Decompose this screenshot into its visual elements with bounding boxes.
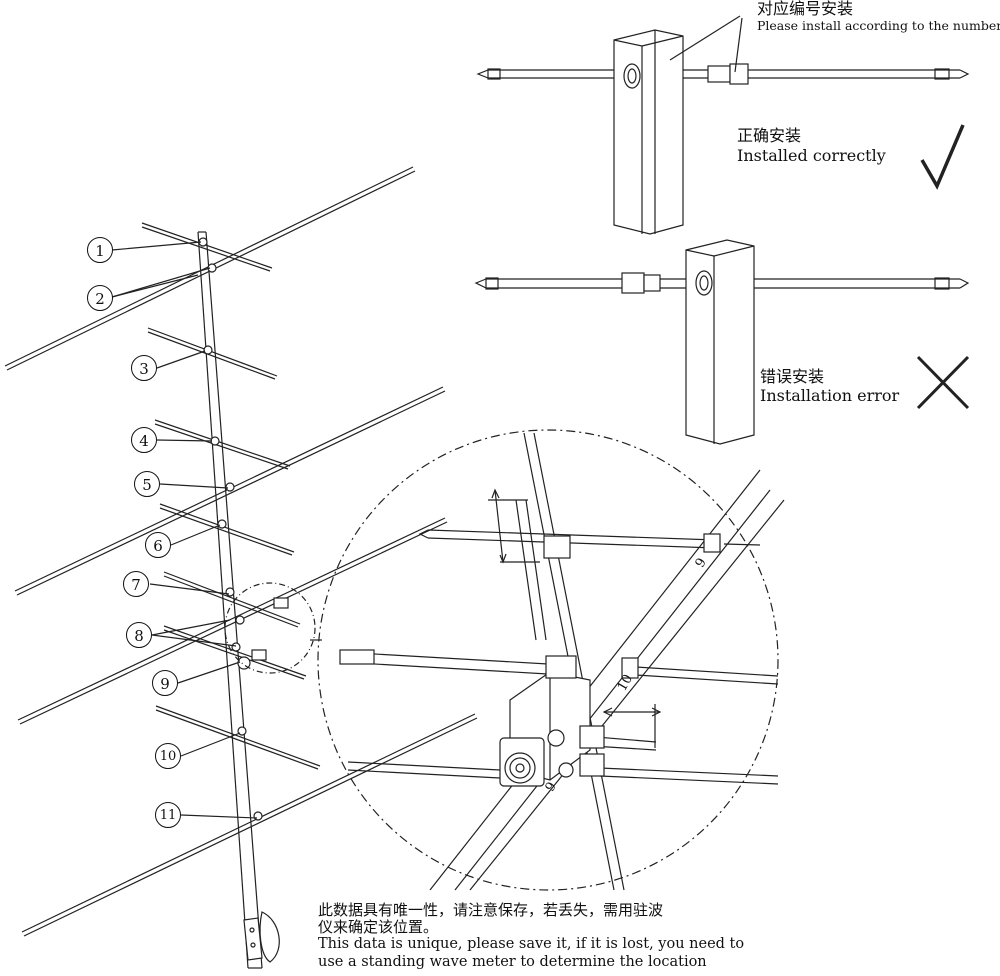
callout-5: 5 (134, 471, 160, 497)
install-by-number-en: Please install according to the number (757, 18, 1000, 33)
callout-3: 3 (131, 355, 157, 381)
bottom-note-en-2: use a standing wave meter to determine t… (318, 954, 707, 970)
cross-mark-icon (916, 355, 970, 410)
check-mark-icon (920, 124, 965, 190)
callout-10: 10 (155, 743, 181, 769)
bottom-note-cn-1: 此数据具有唯一性，请注意保存，若丢失，需用驻波 (318, 901, 664, 919)
callout-1: 1 (87, 237, 113, 263)
bottom-note-cn-2: 仪来确定该位置。 (318, 918, 439, 936)
correct-install-cn: 正确安装 (737, 126, 802, 145)
error-install-cn: 错误安装 (760, 367, 825, 386)
bottom-note-en-1: This data is unique, please save it, if … (318, 936, 745, 952)
callout-9: 9 (152, 670, 178, 696)
callout-6: 6 (145, 532, 171, 558)
wrong-install-drawing (474, 239, 970, 445)
antenna-overview (4, 166, 478, 969)
callout-2: 2 (87, 285, 113, 311)
error-install-en: Installation error (760, 386, 900, 405)
callout-7: 7 (123, 571, 149, 597)
detail-zoom (310, 429, 785, 891)
callout-11: 11 (155, 802, 181, 828)
install-by-number-cn: 对应编号安装 (757, 0, 854, 18)
callout-8: 8 (126, 622, 152, 648)
correct-install-drawing (476, 15, 970, 235)
correct-install-en: Installed correctly (737, 146, 886, 165)
callout-4: 4 (131, 427, 157, 453)
